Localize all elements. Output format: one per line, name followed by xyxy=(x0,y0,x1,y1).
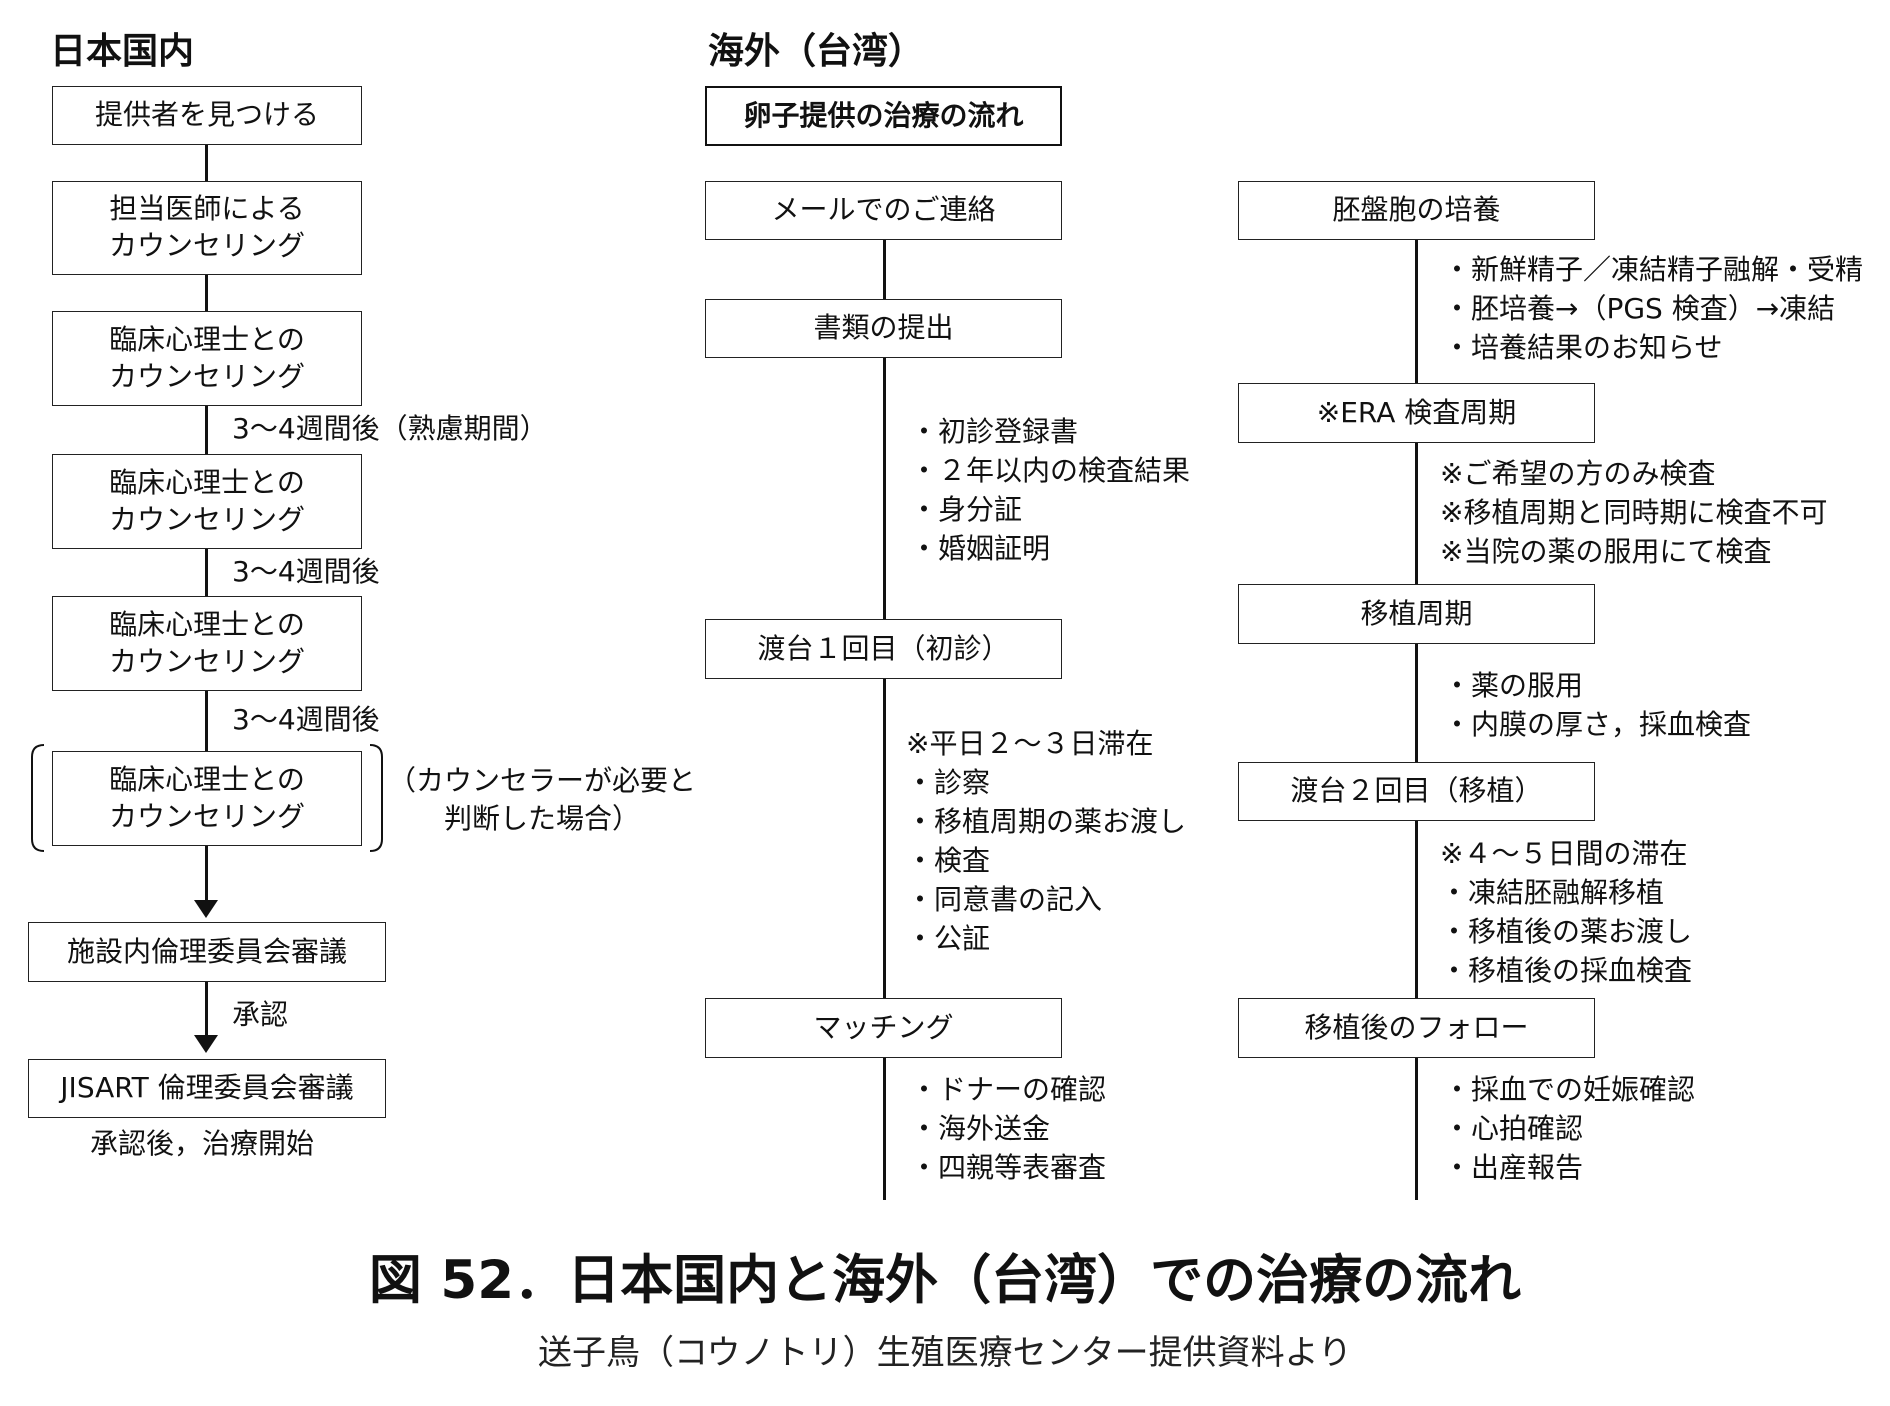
step-label: マッチング xyxy=(813,1010,954,1044)
note-item: ・診察 xyxy=(906,766,991,799)
japan-step-find-donor: 提供者を見つける xyxy=(52,86,362,145)
note-item: ・身分証 xyxy=(910,493,1023,526)
japan-connector xyxy=(205,982,208,1037)
arrow-head xyxy=(194,1035,218,1053)
note-item: ・同意書の記入 xyxy=(906,883,1103,916)
taiwan-heading: 海外（台湾） xyxy=(708,31,925,72)
japan-step-doctor-counseling: 担当医師による カウンセリング xyxy=(52,181,362,275)
taiwan-step-blastocyst-culture: 胚盤胞の培養 xyxy=(1238,181,1595,240)
era-notes: ※ご希望の方のみ検査 ※移植周期と同時期に検査不可 ※当院の薬の服用にて検査 xyxy=(1440,454,1827,571)
note-item: ・薬の服用 xyxy=(1443,669,1584,702)
note-item: ・移植周期の薬お渡し xyxy=(906,805,1187,838)
taiwan-step-matching: マッチング xyxy=(705,998,1062,1058)
note-item: ・検査 xyxy=(906,844,991,877)
taiwan-step-documents: 書類の提出 xyxy=(705,299,1062,358)
note-item: ・心拍確認 xyxy=(1443,1112,1584,1145)
note-item: ・公証 xyxy=(906,922,991,955)
step-label: 臨床心理士との カウンセリング xyxy=(108,607,305,678)
note-item: ・移植後の薬お渡し xyxy=(1440,915,1693,948)
optional-bracket-right xyxy=(369,744,383,852)
taiwan-step-email-contact: メールでのご連絡 xyxy=(705,181,1062,240)
note-item: ※当院の薬の服用にて検査 xyxy=(1440,535,1772,568)
note-item: ・四親等表審査 xyxy=(910,1151,1107,1184)
japan-heading: 日本国内 xyxy=(50,31,195,72)
note-item: ・胚培養→（PGS 検査）→凍結 xyxy=(1443,292,1836,325)
second-visit-notes: ※４～５日間の滞在 ・凍結胚融解移植 ・移植後の薬お渡し ・移植後の採血検査 xyxy=(1440,834,1692,990)
follow-up-notes: ・採血での妊娠確認 ・心拍確認 ・出産報告 xyxy=(1443,1070,1695,1187)
optional-note: （カウンセラーが必要と 判断した場合） xyxy=(388,764,697,835)
japan-connector xyxy=(205,144,208,182)
note-item: ※４～５日間の滞在 xyxy=(1440,837,1688,870)
figure-source: 送子鳥（コウノトリ）生殖医療センター提供資料より xyxy=(538,1333,1352,1373)
approval-label: 承認 xyxy=(232,998,289,1031)
step-label: 臨床心理士との カウンセリング xyxy=(108,465,305,536)
step-label: 臨床心理士との カウンセリング xyxy=(108,322,305,393)
japan-ethics-jisart: JISART 倫理委員会審議 xyxy=(28,1059,386,1118)
taiwan-step-second-visit: 渡台２回目（移植） xyxy=(1238,762,1595,821)
note-item: ・２年以内の検査結果 xyxy=(910,454,1191,487)
japan-step-psychologist-counseling-optional: 臨床心理士との カウンセリング xyxy=(52,751,362,846)
first-visit-notes: ※平日２～３日滞在 ・診察 ・移植周期の薬お渡し ・検査 ・同意書の記入 ・公証 xyxy=(906,724,1186,958)
japan-connector xyxy=(205,690,208,752)
note-item: ・新鮮精子／凍結精子融解・受精 xyxy=(1443,253,1864,286)
step-label: メールでのご連絡 xyxy=(771,193,996,227)
final-note: 承認後，治療開始 xyxy=(90,1127,315,1160)
taiwan-step-follow-up: 移植後のフォロー xyxy=(1238,998,1595,1058)
japan-connector xyxy=(205,548,208,598)
japan-step-psychologist-counseling-3: 臨床心理士との カウンセリング xyxy=(52,596,362,691)
note-item: ・培養結果のお知らせ xyxy=(1443,331,1723,364)
interval-label: 3～4週間後 xyxy=(232,555,380,588)
step-label: 渡台２回目（移植） xyxy=(1290,774,1543,808)
note-item: ※ご希望の方のみ検査 xyxy=(1440,457,1716,490)
taiwan-left-spine xyxy=(883,240,886,1200)
note-item: ・ドナーの確認 xyxy=(910,1073,1107,1106)
japan-connector xyxy=(205,274,208,312)
note-item: ※平日２～３日滞在 xyxy=(906,727,1154,760)
figure-caption: 図 52．日本国内と海外（台湾）での治療の流れ xyxy=(368,1250,1522,1311)
note-item: ・出産報告 xyxy=(1443,1151,1584,1184)
step-label: 移植後のフォロー xyxy=(1304,1010,1529,1044)
step-label: ※ERA 検査周期 xyxy=(1316,395,1517,429)
taiwan-title-box: 卵子提供の治療の流れ xyxy=(705,86,1062,146)
taiwan-right-spine xyxy=(1415,240,1418,1200)
taiwan-step-era-test: ※ERA 検査周期 xyxy=(1238,383,1595,443)
step-label: 胚盤胞の培養 xyxy=(1332,193,1501,227)
japan-connector xyxy=(205,845,208,910)
japan-connector xyxy=(205,405,208,455)
step-label: 渡台１回目（初診） xyxy=(757,631,1010,665)
optional-bracket-left xyxy=(31,744,45,852)
step-label: 提供者を見つける xyxy=(94,98,319,132)
note-item: ・初診登録書 xyxy=(910,415,1079,448)
arrow-head xyxy=(194,900,218,918)
interval-label: 3～4週間後（熟慮期間） xyxy=(232,412,548,445)
note-item: ・婚姻証明 xyxy=(910,532,1051,565)
note-item: ※移植周期と同時期に検査不可 xyxy=(1440,496,1828,529)
step-label: 書類の提出 xyxy=(813,311,954,345)
japan-ethics-internal: 施設内倫理委員会審議 xyxy=(28,922,386,982)
note-item: ・移植後の採血検査 xyxy=(1440,954,1693,987)
japan-step-psychologist-counseling-1: 臨床心理士との カウンセリング xyxy=(52,311,362,406)
note-item: ・内膜の厚さ，採血検査 xyxy=(1443,708,1752,741)
step-label: 移植周期 xyxy=(1360,596,1473,630)
note-item: ・海外送金 xyxy=(910,1112,1051,1145)
step-label: JISART 倫理委員会審議 xyxy=(60,1071,354,1105)
taiwan-step-first-visit: 渡台１回目（初診） xyxy=(705,619,1062,679)
step-label: 担当医師による カウンセリング xyxy=(108,192,305,262)
matching-notes: ・ドナーの確認 ・海外送金 ・四親等表審査 xyxy=(910,1070,1106,1187)
documents-notes: ・初診登録書 ・２年以内の検査結果 ・身分証 ・婚姻証明 xyxy=(910,412,1190,568)
note-item: ・採血での妊娠確認 xyxy=(1443,1073,1696,1106)
transfer-cycle-notes: ・薬の服用 ・内膜の厚さ，採血検査 xyxy=(1443,666,1751,744)
japan-step-psychologist-counseling-2: 臨床心理士との カウンセリング xyxy=(52,454,362,549)
culture-notes: ・新鮮精子／凍結精子融解・受精 ・胚培養→（PGS 検査）→凍結 ・培養結果のお… xyxy=(1443,250,1863,367)
interval-label: 3～4週間後 xyxy=(232,703,380,736)
note-item: ・凍結胚融解移植 xyxy=(1440,876,1665,909)
taiwan-step-transfer-cycle: 移植周期 xyxy=(1238,584,1595,644)
step-label: 施設内倫理委員会審議 xyxy=(66,934,347,968)
step-label: 臨床心理士との カウンセリング xyxy=(108,762,305,833)
title-label: 卵子提供の治療の流れ xyxy=(743,98,1024,132)
